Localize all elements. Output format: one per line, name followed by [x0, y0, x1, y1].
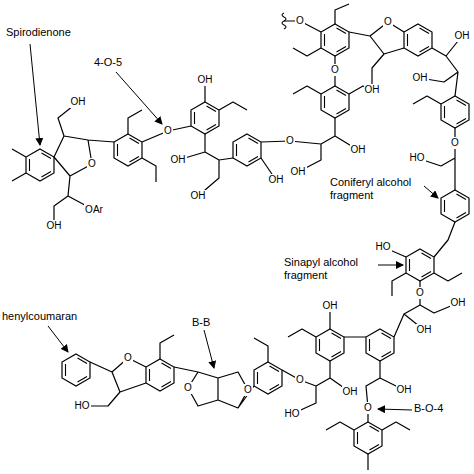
atom-label: OH [322, 300, 339, 312]
atom-label: OAr [84, 204, 104, 216]
atom-label: OH [290, 166, 307, 178]
atom-label: O [450, 137, 460, 149]
atom-label: OH [197, 74, 214, 86]
atom-label: O [330, 64, 340, 76]
atom-label: O [295, 374, 305, 386]
atom-label: OH [412, 72, 429, 84]
structure-label: Coniferyl alcohol fragment [330, 176, 430, 201]
atom-label: O [163, 125, 173, 137]
atom-label: O [285, 135, 295, 147]
atom-label: O [363, 402, 373, 414]
atom-label: OH [454, 30, 471, 42]
atom-label: OH [70, 96, 87, 108]
atom-label: HO [375, 241, 392, 253]
structure-label: Sinapyl alcohol fragment [284, 256, 374, 281]
atom-label: OH [450, 297, 467, 309]
structure-label: B-O-4 [414, 402, 443, 415]
atom-label: OH [268, 174, 285, 186]
bonds [12, 4, 462, 470]
atom-label: OH [364, 84, 381, 96]
atom-label: O [383, 16, 393, 28]
atom-label: O [415, 287, 425, 299]
atom-label: OH [350, 144, 367, 156]
structure-label: henylcoumaran [2, 310, 77, 323]
leader-arrows [30, 44, 438, 410]
structure-label: Spirodienone [6, 26, 71, 39]
atom-label: HO [409, 152, 426, 164]
rings [26, 24, 469, 454]
atom-label: O [243, 384, 253, 396]
atom-label: OH [416, 324, 433, 336]
atom-label: OH [342, 386, 359, 398]
atom-label: OH [46, 220, 63, 232]
atom-label: O [183, 382, 193, 394]
atom-label: OH [396, 384, 413, 396]
atom-label: OH [170, 154, 187, 166]
structure-label: B-B [192, 316, 210, 329]
atom-label: O [87, 158, 97, 170]
atom-label: HO [284, 408, 301, 420]
atom-label: O [123, 352, 133, 364]
wavy-bond [282, 13, 286, 29]
structure-label: 4-O-5 [94, 56, 122, 69]
atom-label: O [295, 15, 305, 27]
atom-label: HO [74, 400, 91, 412]
atom-label: OH [190, 190, 207, 202]
